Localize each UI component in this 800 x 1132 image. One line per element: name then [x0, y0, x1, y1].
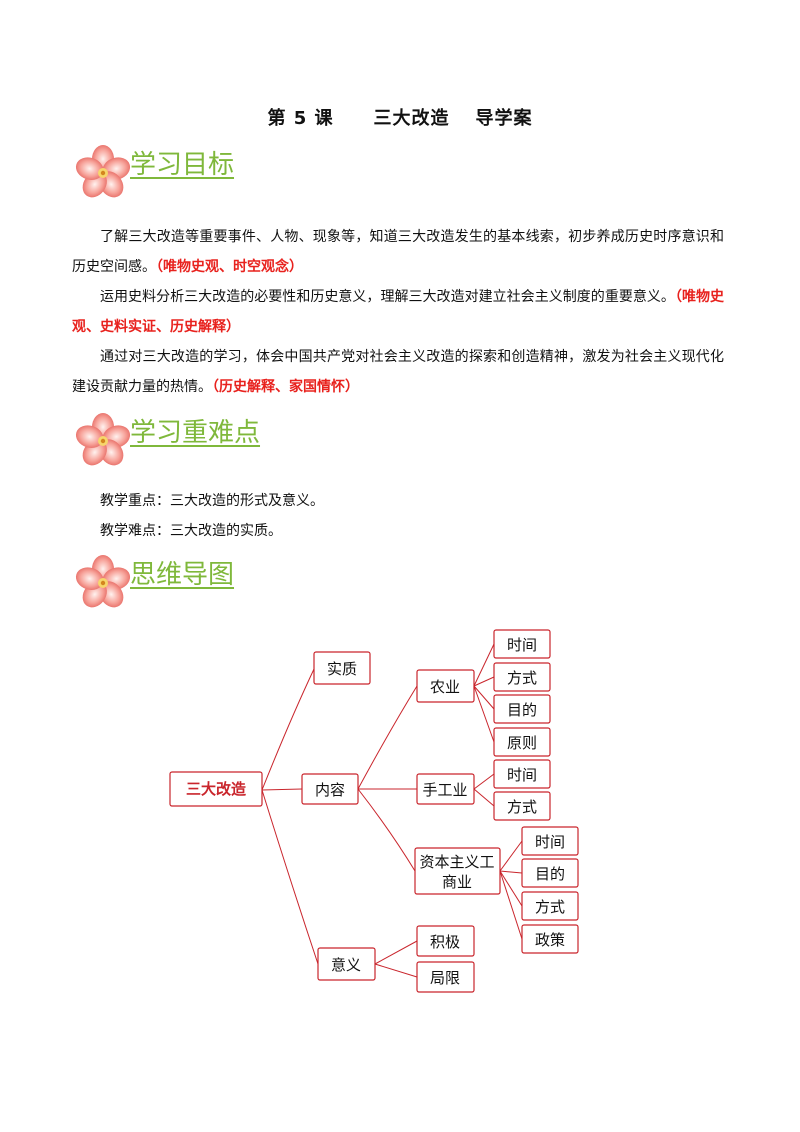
- node-label: 时间: [507, 636, 537, 654]
- node-agri-purpose: 目的: [493, 694, 551, 724]
- node-agriculture: 农业: [416, 669, 475, 703]
- node-significance-positive: 积极: [416, 925, 475, 957]
- node-label: 资本主义工: [419, 853, 494, 871]
- node-label: 意义: [331, 956, 361, 974]
- node-essence: 实质: [313, 651, 371, 685]
- core-literacy: （唯物史观、史料实证、历史解释）: [72, 289, 725, 335]
- goal-text: 运用史料分析三大改造的必要性和历史意义，理解三大改造对建立社会主义制度的重要意义…: [100, 289, 675, 305]
- node-handicraft-method: 方式: [493, 791, 551, 821]
- node-content: 内容: [301, 773, 359, 805]
- node-agri-principle: 原则: [493, 727, 551, 757]
- node-significance: 意义: [317, 947, 376, 981]
- goal-paragraph-1: 了解三大改造等重要事件、人物、现象等，知道三大改造发生的基本线索，初步养成历史时…: [72, 222, 724, 282]
- node-label: 目的: [507, 701, 537, 719]
- node-label: 目的: [535, 865, 565, 883]
- plum-blossom-icon: [75, 555, 131, 608]
- goal-text: 了解三大改造等重要事件、人物、现象等，知道三大改造发生的基本线索，初步养成历史时…: [72, 229, 724, 275]
- node-capitalist-time: 时间: [521, 826, 579, 856]
- mind-map-edges: [261, 643, 523, 978]
- core-literacy: （唯物史观、时空观念）: [156, 259, 303, 275]
- node-label: 积极: [430, 933, 460, 951]
- teaching-focus: 教学重点：三大改造的形式及意义。: [100, 493, 324, 509]
- node-label: 局限: [430, 969, 460, 987]
- section-mindmap-title: 思维导图: [130, 560, 235, 590]
- section-keypoints-title: 学习重难点: [130, 418, 261, 448]
- node-label: 政策: [535, 931, 565, 949]
- node-capitalist-policy: 政策: [521, 924, 579, 954]
- node-agri-time: 时间: [493, 629, 551, 659]
- goal-paragraph-3: 通过对三大改造的学习，体会中国共产党对社会主义改造的探索和创造精神，激发为社会主…: [72, 342, 724, 402]
- node-capitalist-purpose: 目的: [521, 858, 579, 888]
- lesson-number: 第 5 课: [267, 108, 334, 129]
- node-label: 农业: [430, 678, 460, 696]
- node-label: 方式: [535, 898, 565, 916]
- node-handicraft: 手工业: [416, 773, 475, 805]
- node-agri-method: 方式: [493, 662, 551, 692]
- node-label: 原则: [507, 734, 537, 752]
- node-label: 三大改造: [186, 780, 246, 798]
- node-capitalist-commerce: 资本主义工 商业: [414, 847, 501, 895]
- node-label: 方式: [507, 798, 537, 816]
- node-label: 实质: [327, 660, 357, 678]
- core-literacy: （历史解释、家国情怀）: [212, 379, 359, 395]
- node-label: 时间: [507, 766, 537, 784]
- node-handicraft-time: 时间: [493, 759, 551, 789]
- node-label: 时间: [535, 833, 565, 851]
- node-label: 手工业: [422, 781, 467, 799]
- node-capitalist-method: 方式: [521, 891, 579, 921]
- teaching-difficulty: 教学难点：三大改造的实质。: [100, 523, 282, 539]
- section-goals-title: 学习目标: [130, 150, 235, 180]
- node-significance-limitation: 局限: [416, 961, 475, 993]
- goal-paragraph-2: 运用史料分析三大改造的必要性和历史意义，理解三大改造对建立社会主义制度的重要意义…: [72, 282, 724, 342]
- node-label: 方式: [507, 669, 537, 687]
- node-label: 商业: [442, 873, 472, 891]
- page-title: 第 5 课 三大改造 导学案: [0, 104, 800, 130]
- plum-blossom-icon: [75, 413, 131, 466]
- plum-blossom-icon: [75, 145, 131, 198]
- lesson-topic: 三大改造: [373, 108, 450, 129]
- mind-map-root: 三大改造: [169, 771, 263, 807]
- goal-text: 通过对三大改造的学习，体会中国共产党对社会主义改造的探索和创造精神，激发为社会主…: [72, 349, 724, 395]
- lesson-kind: 导学案: [475, 108, 533, 129]
- node-label: 内容: [315, 781, 345, 799]
